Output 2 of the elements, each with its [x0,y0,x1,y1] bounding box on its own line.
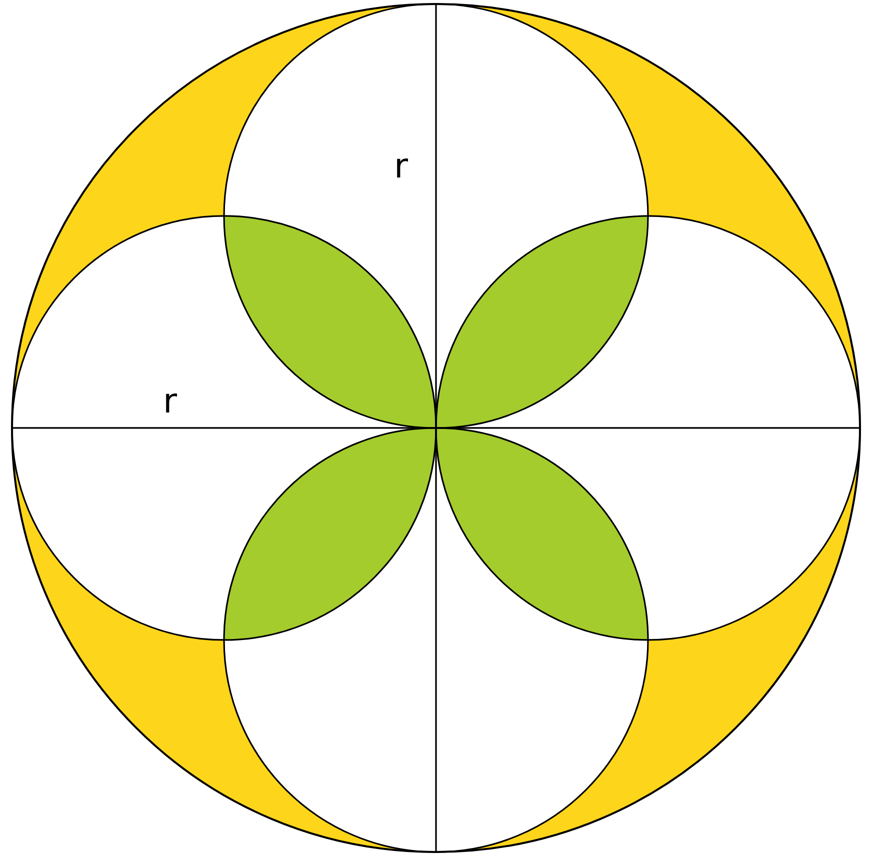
radius-label: r [166,393,177,412]
radius-label: r [397,158,408,178]
